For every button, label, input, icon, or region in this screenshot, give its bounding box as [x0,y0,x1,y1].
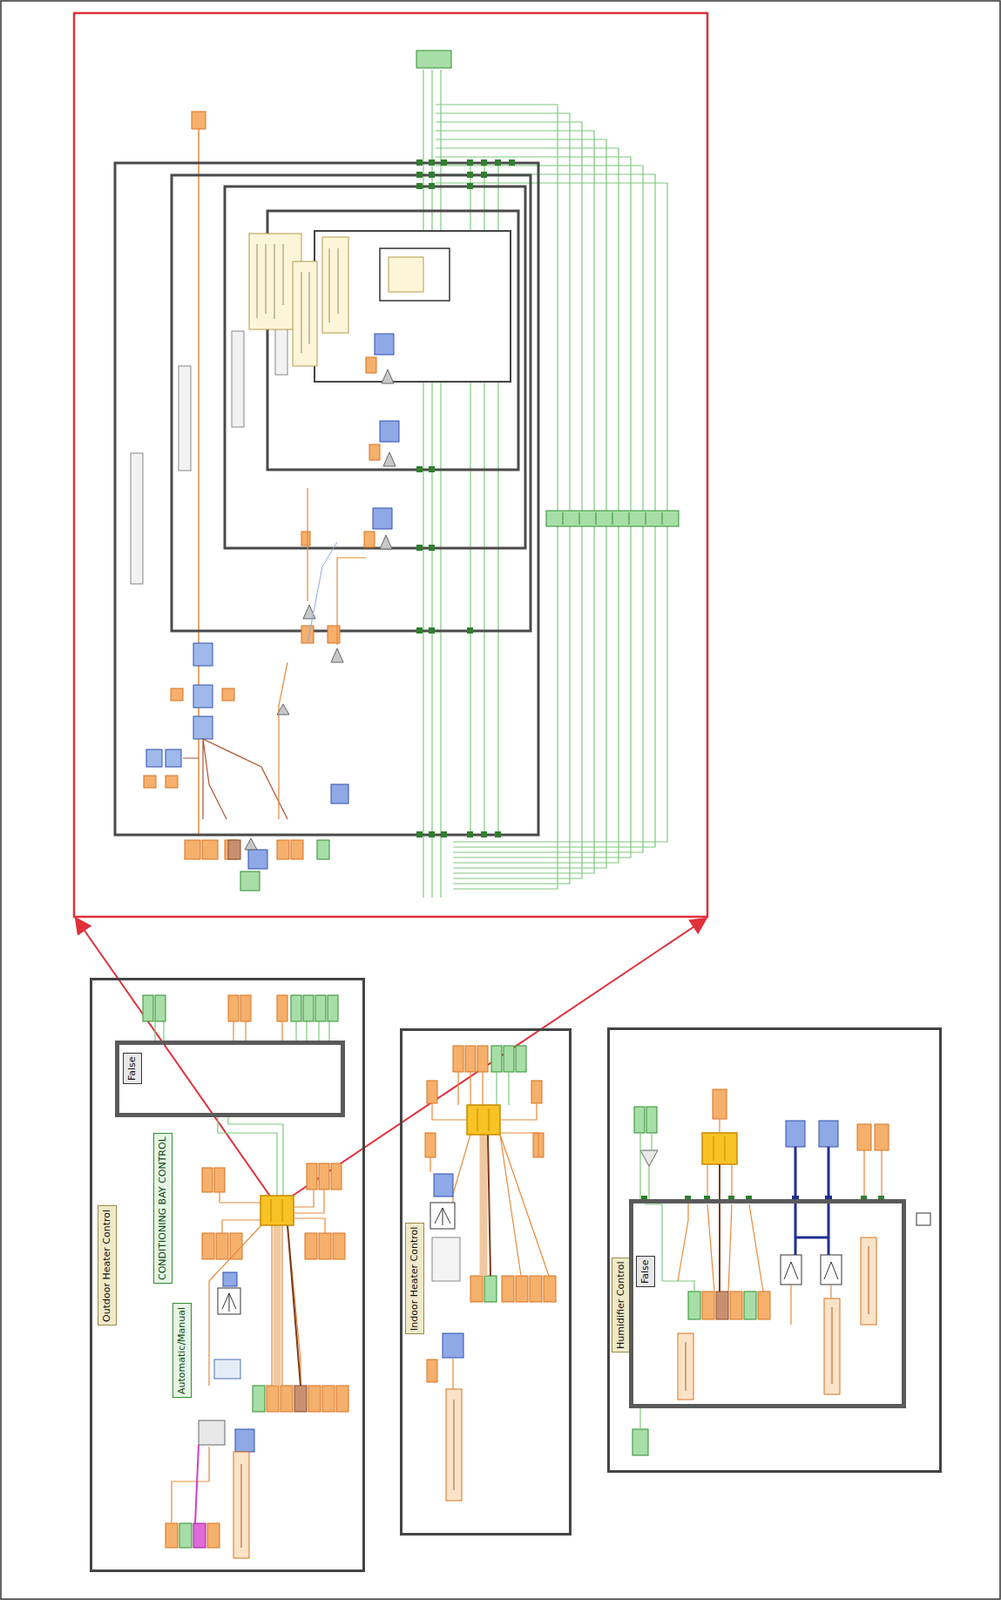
text: Indoor Heater Control [408,1226,420,1331]
text: False [126,1055,138,1081]
panel-label: Humidifier Control [611,1257,631,1353]
case-selector: False [122,1052,143,1084]
text: Automatic/Manual [175,1306,188,1394]
panel-label: Outdoor Heater Control [97,1204,117,1326]
case-structure: False [629,1198,907,1408]
structure-panel: Indoor Heater Control [399,1028,572,1536]
boolean-control-label: Automatic/Manual [172,1302,192,1398]
case-structure: False [114,1040,345,1117]
text: Humidifier Control [615,1260,627,1349]
boolean-control-label: CONDITIONING BAY CONTROL [153,1132,173,1284]
case-selector: False [635,1255,656,1287]
text: CONDITIONING BAY CONTROL [156,1136,169,1280]
text: False [639,1258,651,1284]
panel-label: Indoor Heater Control [405,1222,425,1334]
structure-panel: Outdoor Heater Control False [89,977,366,1572]
structure-panel: Humidifier Control False [607,1027,942,1473]
text: Outdoor Heater Control [101,1209,113,1322]
